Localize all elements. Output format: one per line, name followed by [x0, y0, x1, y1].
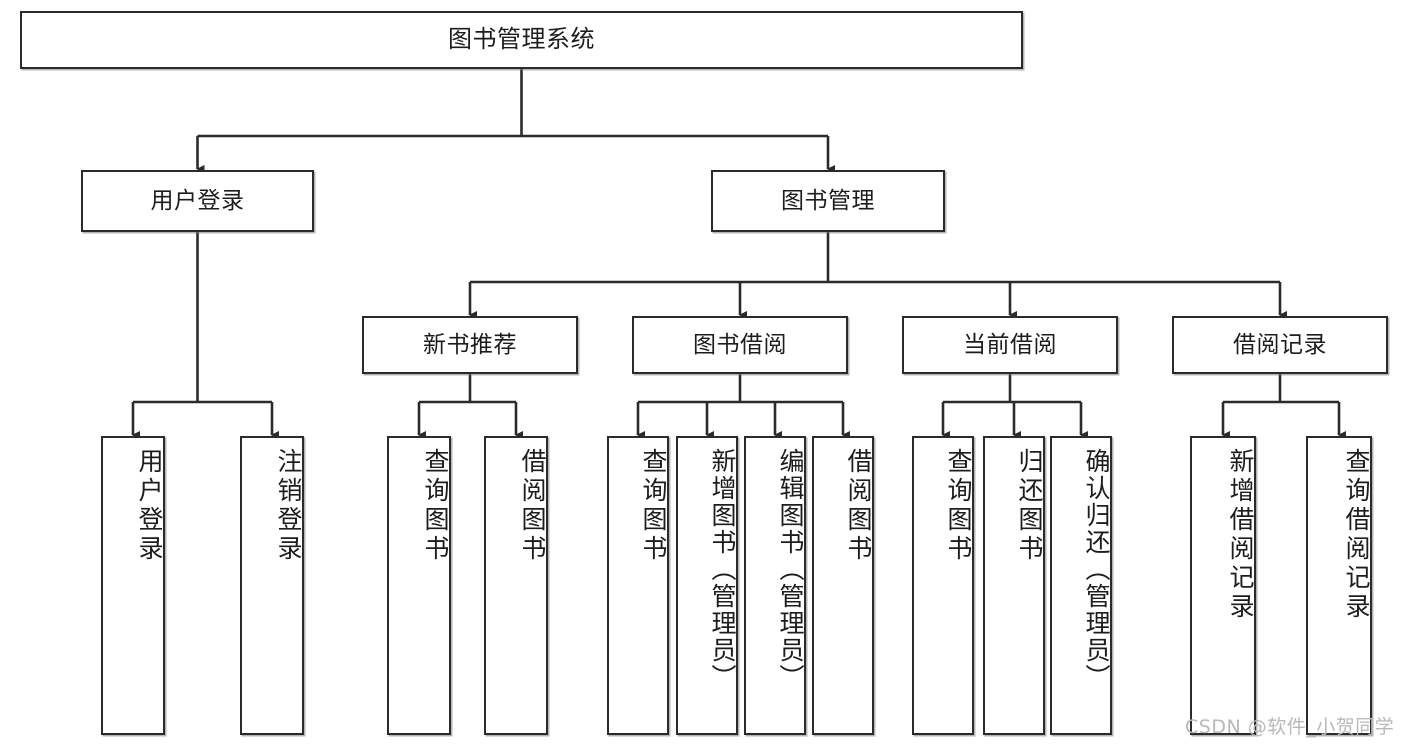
node-label: 图书管理系统 — [448, 25, 595, 54]
node-borrow-record[interactable]: 借阅记录 — [1172, 316, 1388, 374]
node-leaf-query-book-3[interactable]: 查询图书 — [912, 436, 974, 735]
node-leaf-query-book-1[interactable]: 查询图书 — [387, 436, 451, 735]
node-label: 查询图书 — [639, 448, 668, 564]
node-leaf-borrow-book-2[interactable]: 借阅图书 — [812, 436, 874, 735]
node-label: 查询图书 — [944, 448, 973, 564]
node-label: 借阅图书 — [518, 448, 547, 564]
node-leaf-query-record[interactable]: 查询借阅记录 — [1306, 436, 1372, 735]
node-label: 新增图书（管理员） — [708, 448, 737, 691]
node-label: 编辑图书（管理员） — [776, 448, 805, 691]
node-label: 借阅图书 — [844, 448, 873, 564]
watermark-text: CSDN @软件_小贺同学 — [1185, 716, 1395, 738]
node-leaf-user-login[interactable]: 用户登录 — [101, 436, 165, 735]
node-user-login[interactable]: 用户登录 — [81, 170, 314, 232]
node-label: 查询图书 — [421, 448, 450, 564]
node-label: 图书管理 — [781, 187, 875, 214]
node-book-borrow[interactable]: 图书借阅 — [632, 316, 848, 374]
node-label: 用户登录 — [150, 187, 245, 214]
node-leaf-user-logout[interactable]: 注销登录 — [240, 436, 304, 735]
node-label: 确认归还（管理员） — [1082, 448, 1111, 691]
node-current-borrow[interactable]: 当前借阅 — [902, 316, 1118, 374]
node-label: 注销登录 — [274, 448, 303, 564]
node-label: 用户登录 — [135, 448, 164, 564]
node-leaf-borrow-book-1[interactable]: 借阅图书 — [484, 436, 548, 735]
node-leaf-edit-book[interactable]: 编辑图书（管理员） — [744, 436, 806, 735]
node-label: 借阅记录 — [1233, 331, 1327, 358]
node-label: 当前借阅 — [963, 331, 1057, 358]
node-label: 归还图书 — [1015, 448, 1044, 564]
node-label: 图书借阅 — [693, 331, 787, 358]
node-leaf-add-record[interactable]: 新增借阅记录 — [1190, 436, 1256, 735]
node-root[interactable]: 图书管理系统 — [20, 11, 1023, 69]
node-label: 新书推荐 — [423, 331, 517, 358]
node-leaf-confirm-return[interactable]: 确认归还（管理员） — [1050, 436, 1112, 735]
node-leaf-return-book[interactable]: 归还图书 — [983, 436, 1045, 735]
node-leaf-query-book-2[interactable]: 查询图书 — [607, 436, 669, 735]
node-book-manage[interactable]: 图书管理 — [711, 170, 945, 232]
node-new-book-rec[interactable]: 新书推荐 — [362, 316, 578, 374]
node-label: 查询借阅记录 — [1342, 448, 1371, 622]
node-leaf-add-book[interactable]: 新增图书（管理员） — [676, 436, 738, 735]
node-label: 新增借阅记录 — [1226, 448, 1255, 622]
